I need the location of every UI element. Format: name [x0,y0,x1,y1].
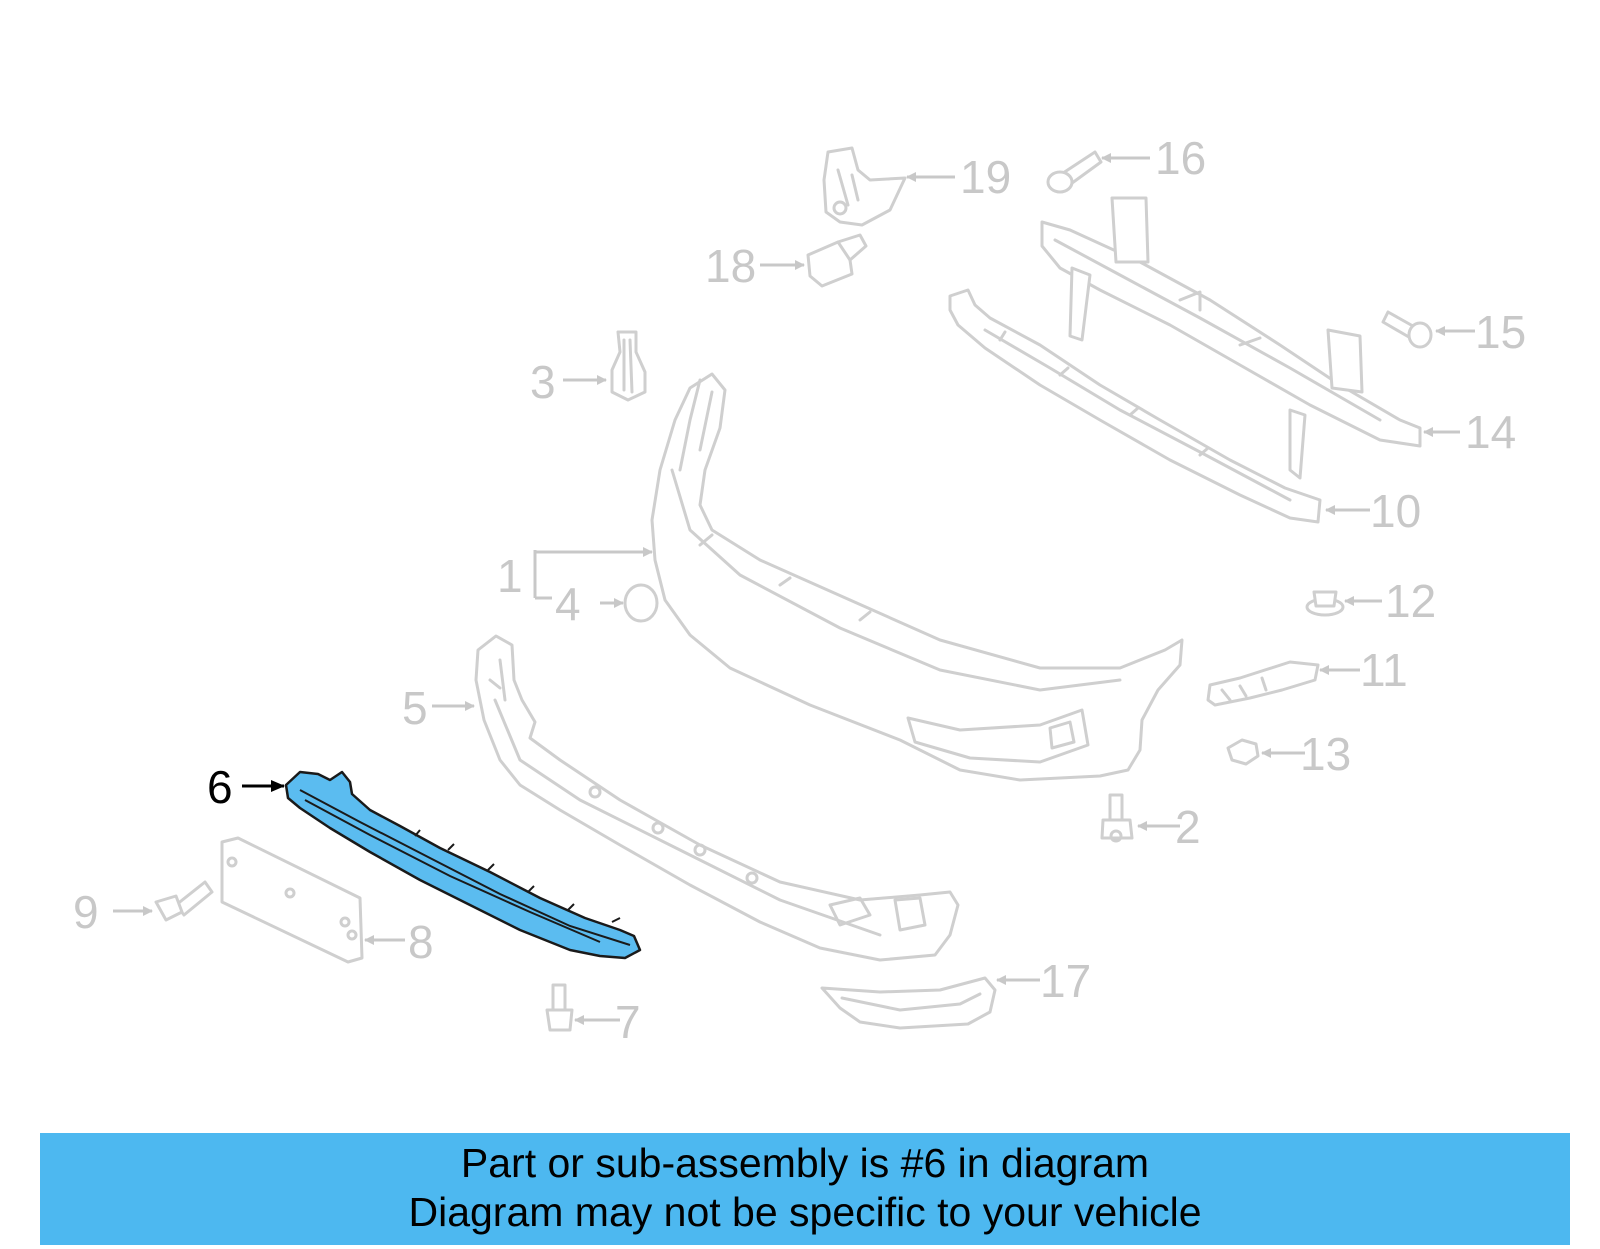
callout-19: 19 [960,151,1011,203]
callout-17: 17 [1040,955,1091,1007]
part-10-absorber [948,288,1322,524]
callout-18: 18 [705,240,756,292]
part-9-bolt [154,880,214,922]
part-8-plate [220,836,364,964]
callout-7: 7 [615,996,641,1048]
callout-14: 14 [1465,406,1516,458]
callout-12: 12 [1385,575,1436,627]
part-3-pin [610,330,647,402]
part-18-sensor [806,233,868,288]
callout-5: 5 [402,682,428,734]
banner-line-part: Part or sub-assembly is #6 in diagram [460,1140,1150,1186]
callout-11: 11 [1360,644,1408,696]
callout-1-bracket [533,547,653,600]
part-13-clip [1226,738,1260,766]
banner-line-disclaimer: Diagram may not be specific to your vehi… [408,1189,1202,1235]
callout-16: 16 [1155,132,1206,184]
callout-3: 3 [530,356,556,408]
callout-2: 2 [1175,801,1201,853]
part-6-air-deflector [284,770,642,960]
part-11-bracket [1206,660,1320,707]
part-7-screw [545,983,574,1032]
callout-9: 9 [73,886,99,938]
callout-10: 10 [1370,485,1421,537]
part-15-bolt [1381,310,1433,349]
callout-6: 6 [207,761,233,813]
part-14-reinforcement [1040,196,1422,480]
part-5-lower-reinforcement [474,634,960,962]
callout-1: 1 [497,550,523,602]
callout-4: 4 [555,578,581,630]
part-19-bracket [822,146,907,227]
part-17-fog-trim [820,976,997,1030]
part-12-clip [1305,590,1345,617]
callout-8: 8 [408,916,434,968]
part-16-bolt [1046,150,1103,194]
info-banner: Part or sub-assembly is #6 in diagram Di… [40,1133,1570,1245]
callout-13: 13 [1300,728,1351,780]
part-1-bumper-cover [650,372,1184,782]
part-2-bolt [1100,793,1134,843]
callout-15: 15 [1475,306,1526,358]
part-4-ring [623,583,659,623]
